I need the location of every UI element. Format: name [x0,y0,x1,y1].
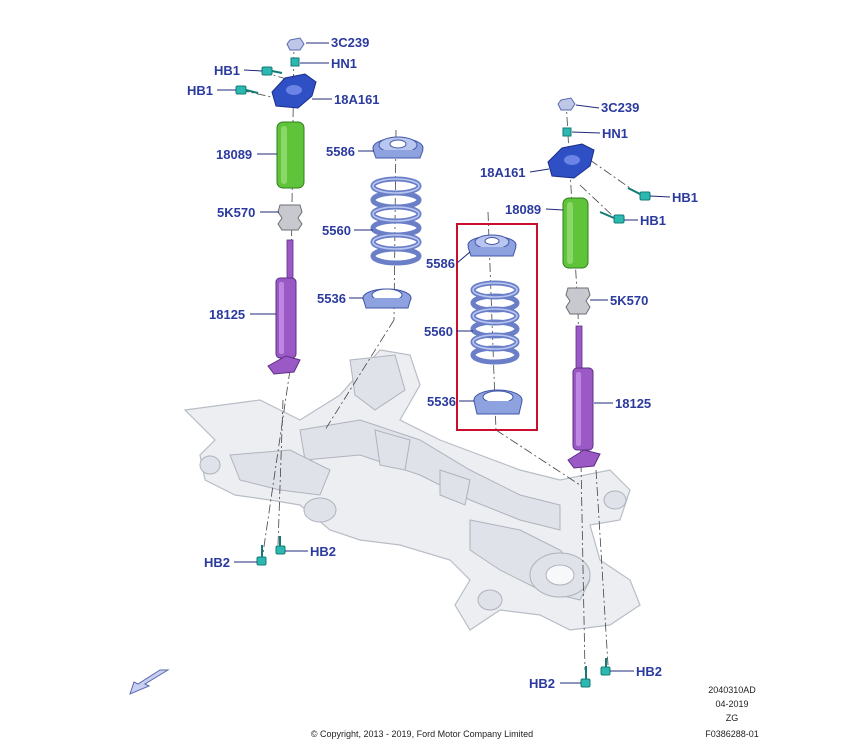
highlight-lower-spring-seat [473,389,523,415]
rear-subframe [183,349,641,631]
left-lower-spring-seat [362,288,412,309]
label-3c239-right: 3C239 [601,100,639,115]
bolt-hb2-left-a [256,545,267,566]
label-5586-left: 5586 [326,144,355,159]
label-hb1-left-lower: HB1 [187,83,213,98]
label-5560-highlight: 5560 [424,324,453,339]
label-hb1-left-upper: HB1 [214,63,240,78]
left-upper-spring-seat [372,136,424,159]
label-hb2-left-a: HB2 [204,555,230,570]
right-strut-assembly [547,97,651,469]
right-bolt-hb1-lower [599,211,625,224]
figure-number: F0386288-01 [705,729,759,739]
label-hb2-right-b: HB2 [636,664,662,679]
drawing-revision: ZG [726,713,739,723]
label-hb1-right-lower: HB1 [640,213,666,228]
drawing-date: 04-2019 [715,699,748,709]
highlighted-spring-assembly [456,223,538,431]
label-18a161-left: 18A161 [334,92,380,107]
label-18089-left: 18089 [216,147,252,162]
right-bolt-hb1-upper [627,187,651,201]
copyright-notice: © Copyright, 2013 - 2019, Ford Motor Com… [311,729,533,739]
label-5560-left: 5560 [322,223,351,238]
drawing-metadata: 2040310AD 04-2019 ZG F0386288-01 [705,685,759,739]
right-bump-stop [565,287,591,315]
bolt-hb2-left-b [275,536,286,555]
label-18125-left: 18125 [209,307,245,322]
label-5536-left: 5536 [317,291,346,306]
label-hn1-left: HN1 [331,56,357,71]
label-3c239-left: 3C239 [331,35,369,50]
bolt-hb2-right-a [580,666,591,688]
right-nut [557,97,576,111]
label-5536-highlight: 5536 [427,394,456,409]
left-bolt-hb1-upper [261,66,283,76]
label-hb2-right-a: HB2 [529,676,555,691]
bolt-hb2-right-b [600,658,611,676]
highlight-box [456,223,538,431]
drawing-code: 2040310AD [708,685,756,695]
left-strut-assembly [235,37,317,375]
left-spring-assembly [362,136,424,309]
label-18a161-right: 18A161 [480,165,526,180]
label-hn1-right: HN1 [602,126,628,141]
label-5k570-right: 5K570 [610,293,648,308]
left-coil-spring [370,176,422,266]
label-hb2-left-b: HB2 [310,544,336,559]
label-5k570-left: 5K570 [217,205,255,220]
right-washer [562,127,572,137]
left-washer [290,57,300,67]
highlight-coil-spring [470,280,520,365]
left-bump-stop [277,204,303,231]
label-18125-right: 18125 [615,396,651,411]
part-labels: 3C239 HN1 HB1 HB1 18A161 18089 5K570 181… [187,35,698,691]
label-18089-right: 18089 [505,202,541,217]
left-bolt-hb1-lower [235,85,259,95]
label-5586-highlight: 5586 [426,256,455,271]
right-dust-boot [562,197,589,269]
vehicle-front-arrow-icon [129,669,170,695]
left-nut [286,37,305,51]
bottom-bolts [256,536,611,688]
label-hb1-right-upper: HB1 [672,190,698,205]
highlight-upper-spring-seat [467,234,517,257]
leader-lines [217,42,671,684]
